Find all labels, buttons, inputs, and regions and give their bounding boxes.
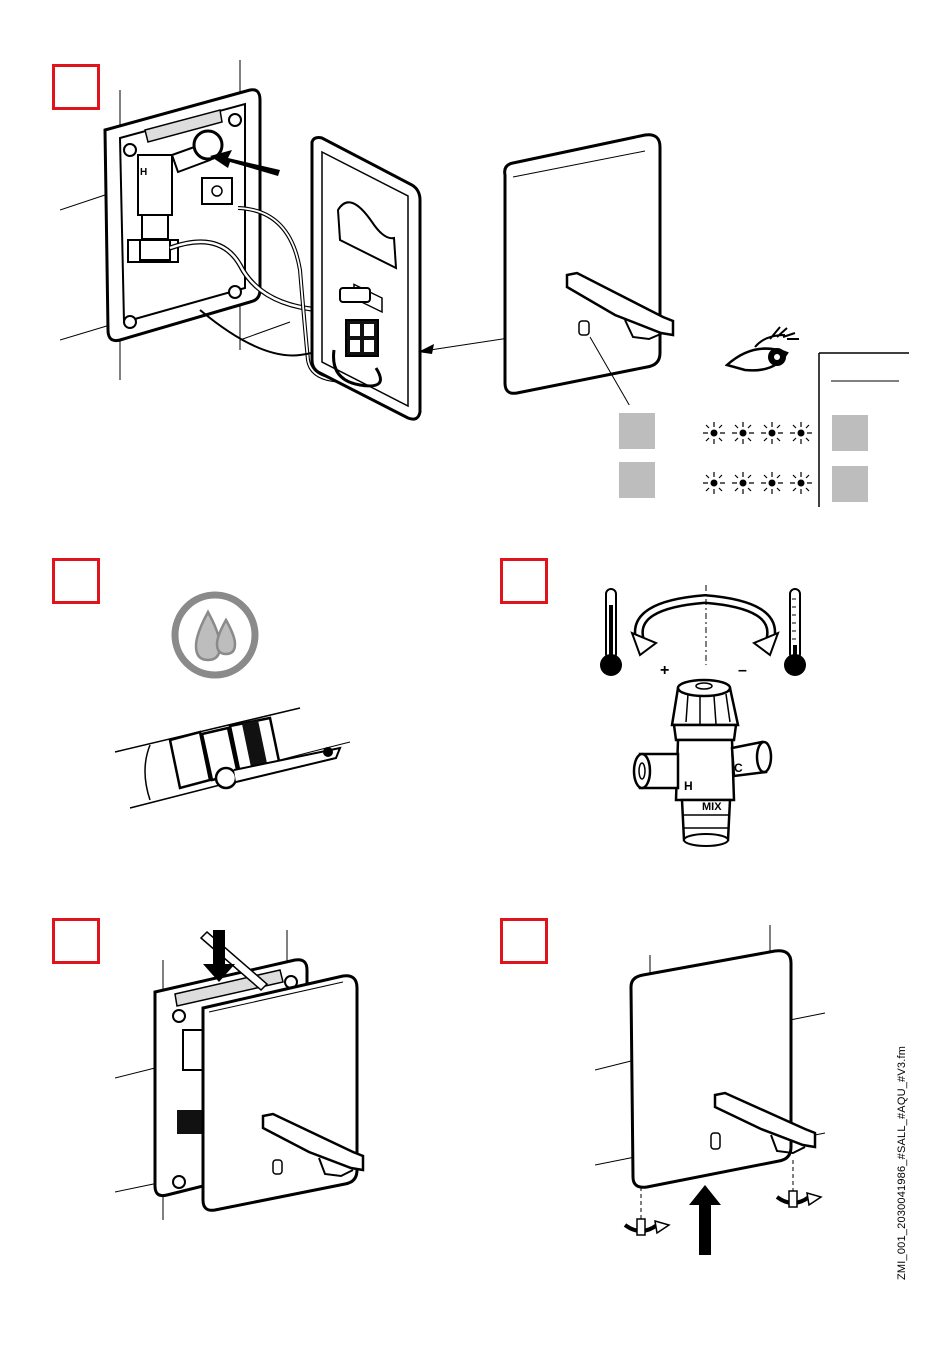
cover-fixing-screws-illustration — [595, 925, 835, 1255]
valve-mix-label: MIX — [702, 801, 722, 813]
valve-hot-label: H — [684, 779, 693, 793]
cover-mounting-illustration — [115, 920, 385, 1230]
gray-square-3 — [832, 415, 868, 451]
led-blink-row-2 — [700, 470, 820, 496]
step-box-2 — [52, 558, 100, 604]
step-box-3 — [500, 558, 548, 604]
cover-plate-back-illustration — [300, 130, 440, 430]
water-drops-icon — [170, 590, 260, 680]
thermostatic-valve-illustration: H C MIX — [630, 670, 780, 850]
eye-icon — [725, 325, 805, 385]
ball-valve-illustration — [110, 700, 360, 810]
gray-square-4 — [832, 466, 868, 502]
gray-square-1 — [619, 413, 655, 449]
step-box-4 — [52, 918, 100, 964]
document-side-code: ZMI_001_2030041986_#SALL_#AQU_#V3.fm — [896, 900, 916, 1280]
gray-square-2 — [619, 462, 655, 498]
valve-cold-label: C — [734, 761, 743, 775]
rotation-arrow-icon — [620, 585, 790, 665]
led-blink-row-1 — [700, 420, 820, 446]
valve-hot-label-1: H — [140, 167, 147, 178]
step-box-5 — [500, 918, 548, 964]
faucet-cover-front-illustration — [495, 125, 685, 405]
